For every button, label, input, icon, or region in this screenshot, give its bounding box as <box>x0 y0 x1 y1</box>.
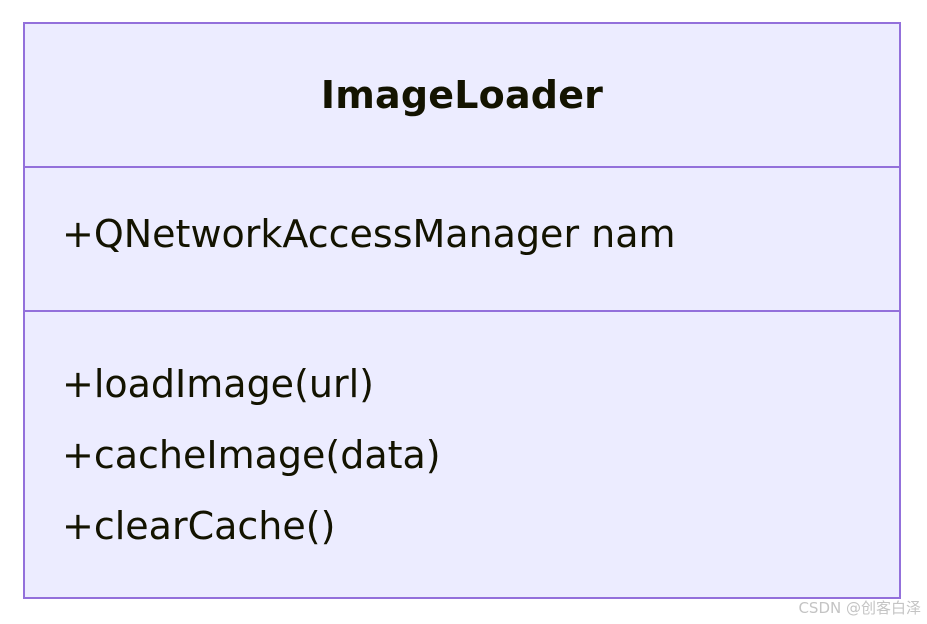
class-name: ImageLoader <box>320 73 604 117</box>
class-attributes-section: +QNetworkAccessManager nam <box>25 168 899 312</box>
class-methods-section: +loadImage(url) +cacheImage(data) +clear… <box>25 312 899 597</box>
class-method: +loadImage(url) <box>62 362 374 406</box>
class-method: +clearCache() <box>62 504 336 548</box>
class-box-imageloader: ImageLoader +QNetworkAccessManager nam +… <box>23 22 901 599</box>
class-attribute: +QNetworkAccessManager nam <box>62 212 676 256</box>
watermark: CSDN @创客白泽 <box>798 599 921 617</box>
class-header: ImageLoader <box>25 24 899 168</box>
class-method: +cacheImage(data) <box>62 433 441 477</box>
